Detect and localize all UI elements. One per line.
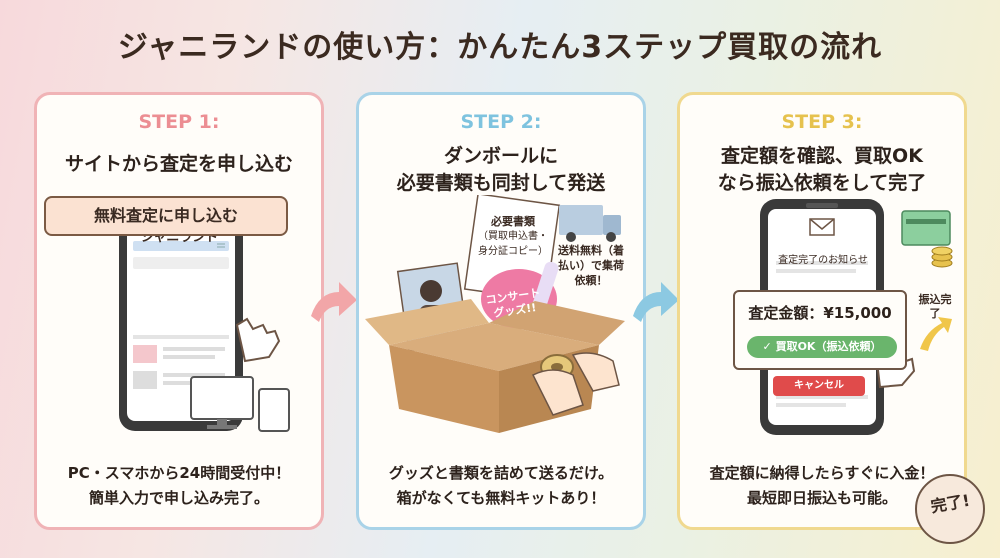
step-2-heading-line2: 必要書類も同封して発送 (396, 172, 606, 194)
step-1-footer: PC・スマホから24時間受付中！ 簡単入力で申し込み完了。 (37, 461, 321, 511)
step-3-footer-line2: 最短即日振込も可能。 (746, 489, 897, 507)
document-subtitle: （買取申込書・身分証コピー） (478, 231, 548, 257)
step-3-heading-line2: なら振込依頼をして完了 (717, 172, 927, 194)
step-1-footer-line1: PC・スマホから24時間受付中！ (67, 464, 291, 482)
document-title: 必要書類 (491, 215, 535, 228)
step-2-card: STEP 2: ダンボールに 必要書類も同封して発送 (356, 92, 646, 530)
appraisal-notice-title: 査定完了のお知らせ (778, 255, 868, 266)
transfer-complete-label: 振込完了 (918, 293, 952, 320)
step-3-heading: 査定額を確認、買取OK なら振込依頼をして完了 (680, 143, 964, 197)
step-2-heading: ダンボールに 必要書類も同封して発送 (359, 143, 643, 197)
free-shipping-note: 送料無料（着払い）で集荷依頼！ (558, 244, 624, 287)
appraisal-amount-box: 査定金額：¥15,000 ✓ 買取OK（振込依頼） (733, 290, 907, 370)
step-3-footer: 査定額に納得したらすぐに入金！ 最短即日振込も可能。 (680, 461, 964, 511)
step-1-heading: サイトから査定を申し込む (64, 153, 293, 175)
cancel-button[interactable]: キャンセル (773, 376, 865, 396)
appraisal-amount: 査定金額：¥15,000 (748, 304, 892, 322)
page-title: ジャニランドの使い方：かんたん3ステップ買取の流れ (117, 30, 883, 65)
complete-badge: 完了! (915, 474, 985, 544)
step-3-label: STEP 3: (781, 111, 863, 133)
step-3-heading-line1: 査定額を確認、買取OK (721, 145, 923, 167)
step-3-footer-line1: 査定額に納得したらすぐに入金！ (709, 464, 935, 482)
step-2-heading-line1: ダンボールに (443, 145, 558, 167)
smartphone-illustration (119, 199, 290, 432)
approve-purchase-button[interactable]: ✓ 買取OK（振込依頼） (747, 336, 897, 358)
step-1-card: STEP 1: サイトから査定を申し込む PC・スマホから24時間受付中！ 簡単… (34, 92, 324, 530)
complete-badge-text: 完了! (929, 490, 972, 517)
step-1-footer-line2: 簡単入力で申し込み完了。 (88, 489, 269, 507)
arrow-right-icon (311, 282, 357, 322)
arrow-right-icon (633, 282, 679, 322)
step-1-label: STEP 1: (138, 111, 220, 133)
step-2-label: STEP 2: (460, 111, 542, 133)
step-2-footer-line1: グッズと書類を詰めて送るだけ。 (388, 464, 614, 482)
step-2-footer-line2: 箱がなくても無料キットあり！ (396, 489, 606, 507)
step-2-footer: グッズと書類を詰めて送るだけ。 箱がなくても無料キットあり！ (359, 461, 643, 511)
required-documents-label: 必要書類 （買取申込書・身分証コピー） (474, 214, 552, 259)
cardboard-box-illustration (365, 195, 625, 433)
free-appraisal-button[interactable]: 無料査定に申し込む (44, 196, 288, 236)
